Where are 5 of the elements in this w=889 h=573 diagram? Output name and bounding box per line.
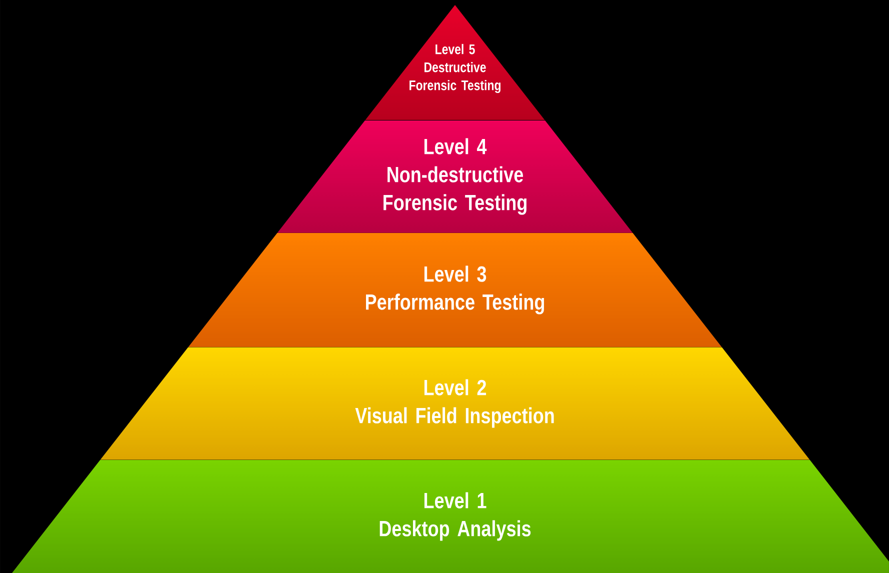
pyramid-level: Level 1 Desktop Analysis	[380, 492, 531, 541]
pyramid-level: Level 5 Destructive Forensic Testing	[410, 44, 500, 94]
pyramid-level: Level 2 Visual Field Inspection	[355, 379, 554, 428]
pyramid-level: Level 4 Non-destructive Forensic Testing	[384, 138, 526, 215]
pyramid-level: Level 3 Performance Testing	[366, 266, 544, 314]
